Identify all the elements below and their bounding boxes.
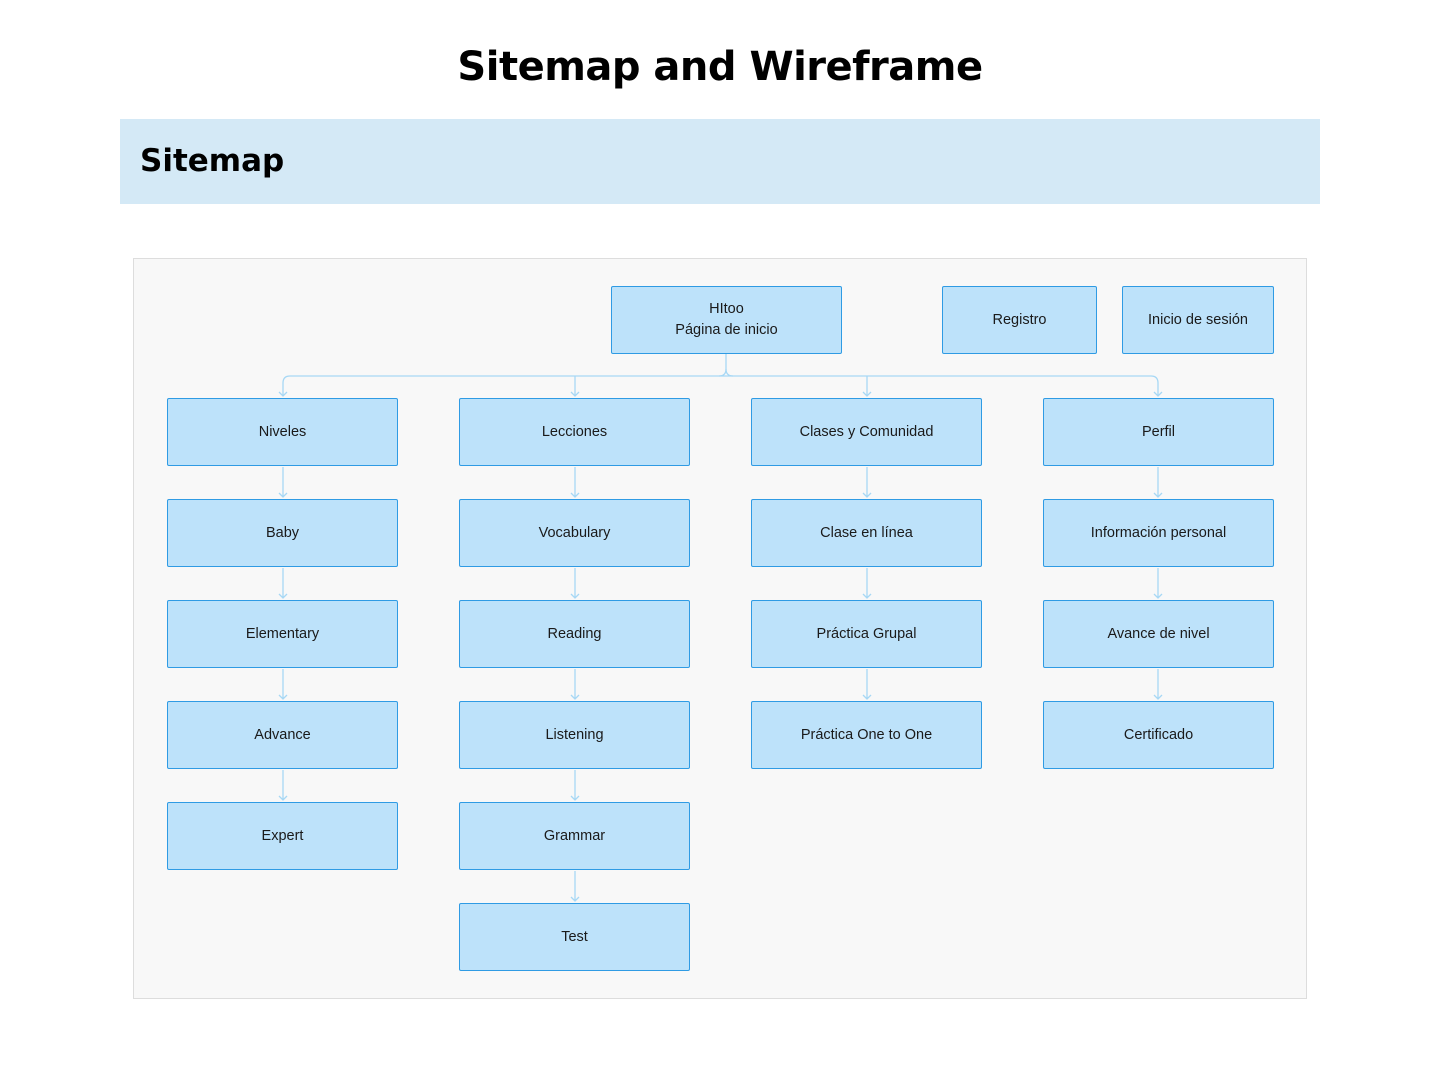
node-niveles[interactable]: Niveles: [167, 398, 398, 466]
section-header: Sitemap: [120, 119, 1320, 204]
node-label: Expert: [261, 827, 304, 844]
node-label: Certificado: [1123, 726, 1194, 743]
node-practica-one-to-one[interactable]: Práctica One to One: [751, 701, 982, 769]
node-reading[interactable]: Reading: [459, 600, 690, 668]
node-listening[interactable]: Listening: [459, 701, 690, 769]
page-title: Sitemap and Wireframe: [457, 44, 983, 90]
node-label: Listening: [545, 726, 604, 743]
node-avance-de-nivel[interactable]: Avance de nivel: [1043, 600, 1274, 668]
node-label: Clases y Comunidad: [799, 423, 934, 440]
node-perfil[interactable]: Perfil: [1043, 398, 1274, 466]
node-label: Avance de nivel: [1107, 625, 1210, 642]
node-label: Perfil: [1141, 423, 1176, 440]
node-label: Información personal: [1090, 524, 1227, 541]
node-grammar[interactable]: Grammar: [459, 802, 690, 870]
node-label: Grammar: [543, 827, 606, 844]
node-informacion-personal[interactable]: Información personal: [1043, 499, 1274, 567]
node-label: Práctica Grupal: [816, 625, 917, 642]
connector-lines: [278, 354, 1163, 902]
node-label: Baby: [265, 524, 300, 541]
node-label: Niveles: [258, 423, 307, 440]
node-baby[interactable]: Baby: [167, 499, 398, 567]
node-test[interactable]: Test: [459, 903, 690, 971]
node-clases-comunidad[interactable]: Clases y Comunidad: [751, 398, 982, 466]
node-registro[interactable]: Registro: [942, 286, 1097, 354]
node-expert[interactable]: Expert: [167, 802, 398, 870]
node-vocabulary[interactable]: Vocabulary: [459, 499, 690, 567]
node-label: Práctica One to One: [800, 726, 933, 743]
node-label: Elementary: [245, 625, 320, 642]
node-home-subtitle: Página de inicio: [675, 322, 778, 338]
node-inicio-sesion-label: Inicio de sesión: [1148, 311, 1248, 328]
node-advance[interactable]: Advance: [167, 701, 398, 769]
node-home-name: HItoo: [709, 301, 744, 317]
node-label: Test: [561, 928, 588, 945]
section-title: Sitemap: [140, 143, 285, 179]
sitemap-canvas: HItoo Página de inicio Registro Inicio d…: [133, 258, 1307, 999]
node-elementary[interactable]: Elementary: [167, 600, 398, 668]
node-label: Reading: [547, 625, 602, 642]
node-certificado[interactable]: Certificado: [1043, 701, 1274, 769]
node-registro-label: Registro: [992, 311, 1047, 328]
node-label: Lecciones: [541, 423, 608, 440]
node-home[interactable]: HItoo Página de inicio: [611, 286, 842, 354]
node-inicio-sesion[interactable]: Inicio de sesión: [1122, 286, 1274, 354]
node-clase-en-linea[interactable]: Clase en línea: [751, 499, 982, 567]
node-practica-grupal[interactable]: Práctica Grupal: [751, 600, 982, 668]
node-label: Vocabulary: [538, 524, 611, 541]
node-lecciones[interactable]: Lecciones: [459, 398, 690, 466]
node-label: Clase en línea: [820, 524, 913, 541]
node-label: Advance: [254, 726, 311, 743]
